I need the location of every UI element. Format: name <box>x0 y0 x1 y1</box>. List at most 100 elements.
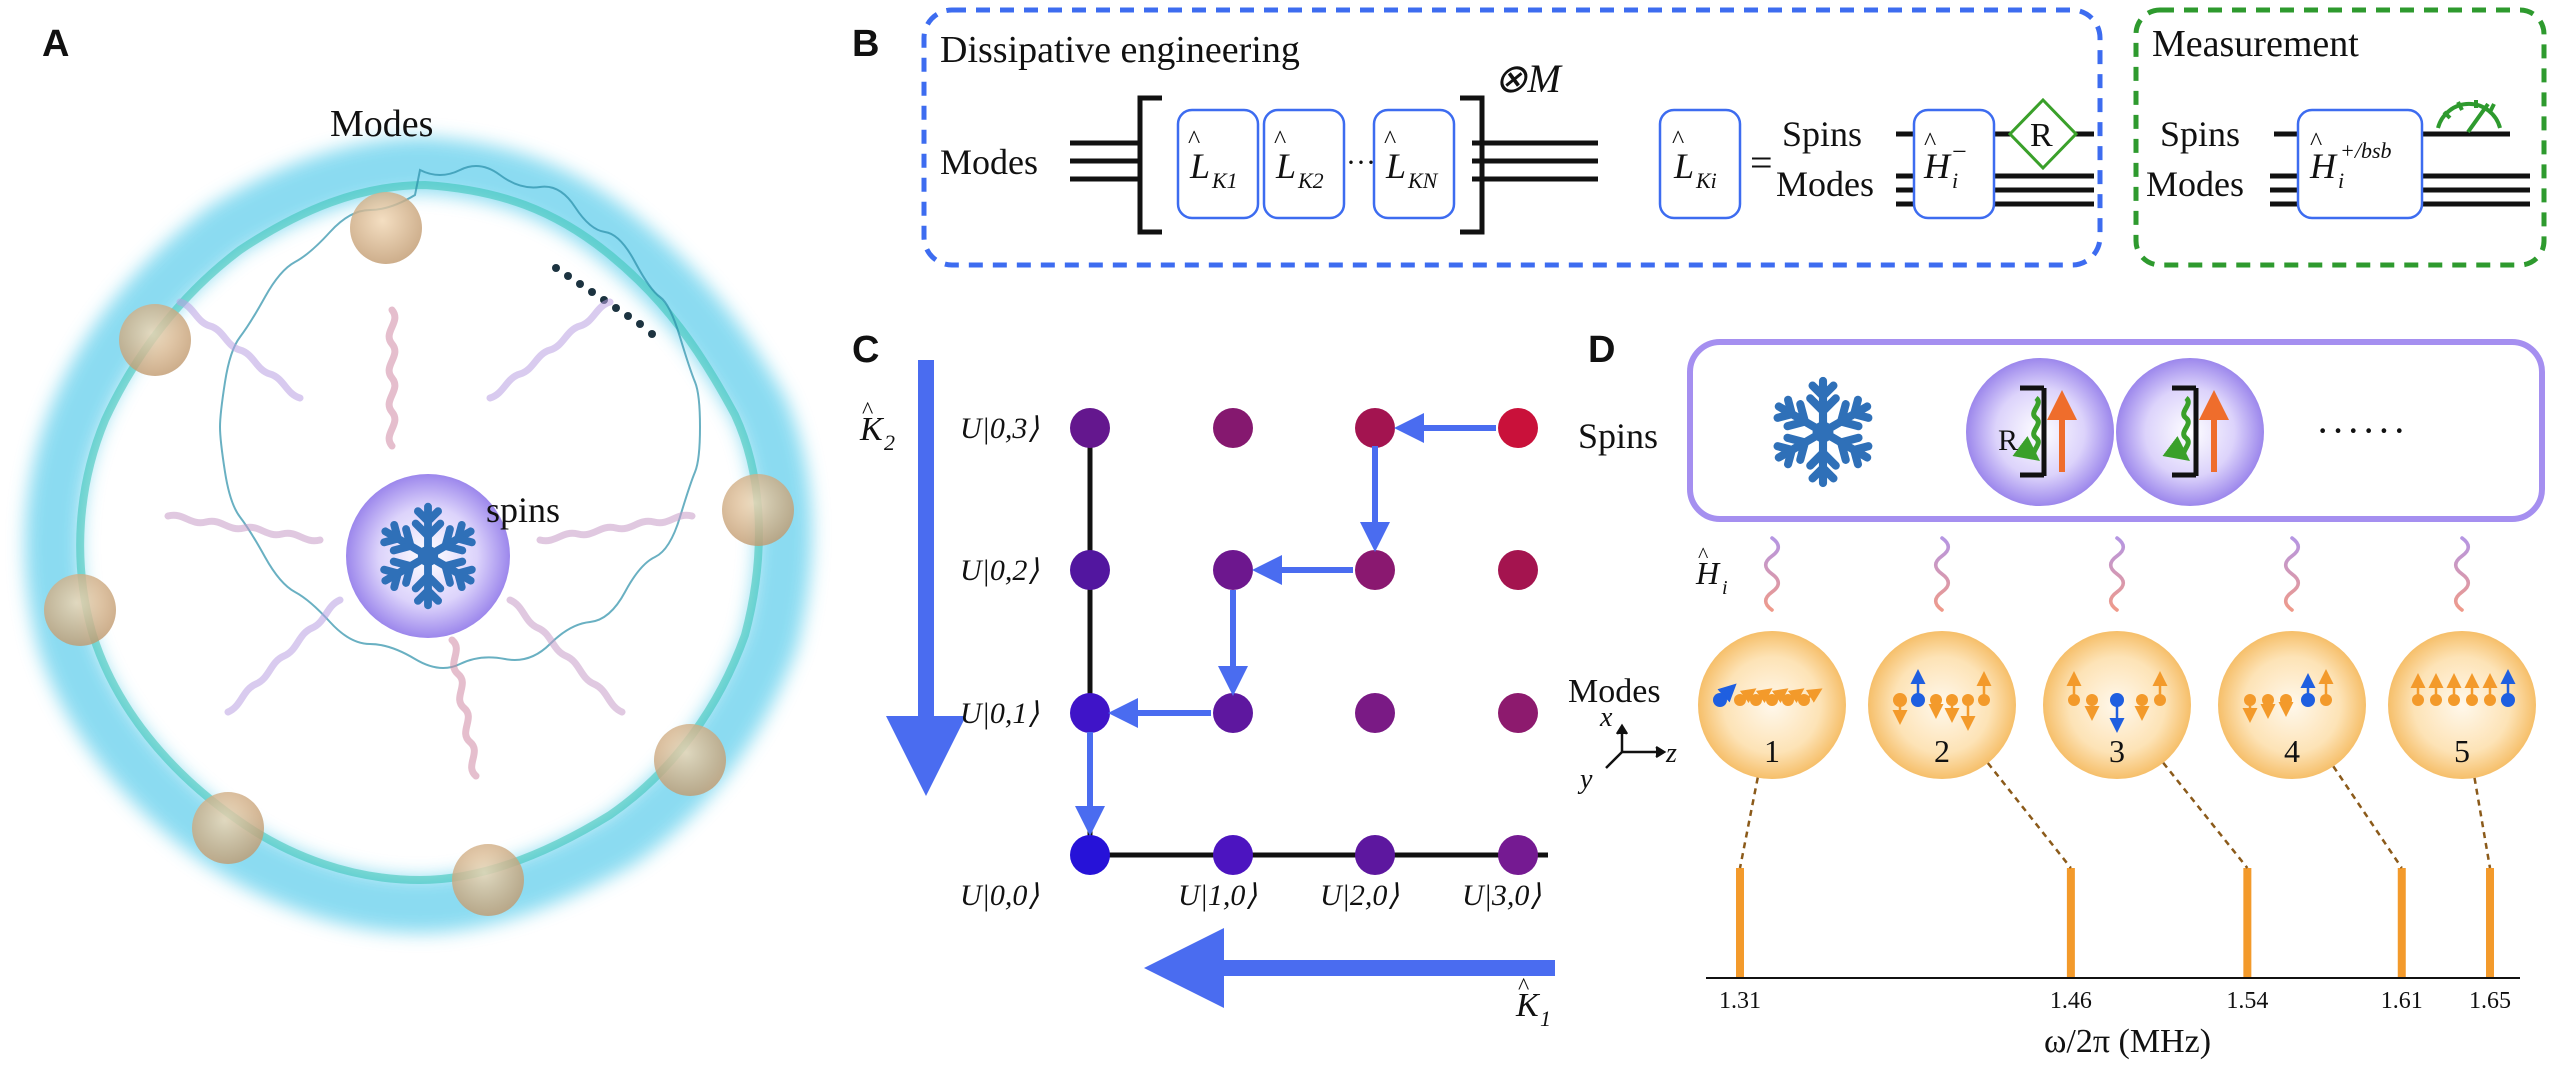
panel-b: Dissipative engineering Modes ⊗M L K1 ^ … <box>921 7 2547 268</box>
spectrum-line-2 <box>2066 868 2075 978</box>
svg-text:^: ^ <box>1924 127 1936 156</box>
spin-sphere-1: R <box>1966 358 2114 506</box>
mode-bead <box>350 192 422 264</box>
right-bracket <box>1460 95 1485 235</box>
state-label-0-3: U|0,3⟩ <box>960 412 1039 445</box>
svg-text:L: L <box>1189 146 1210 186</box>
axis-x-label: x <box>1599 702 1613 733</box>
spectrum-tick-label: 1.54 <box>2226 988 2268 1014</box>
modes-label-b2: Modes <box>1776 164 1874 204</box>
mode-number-1: 1 <box>1764 733 1780 769</box>
coupler-5 <box>2456 538 2469 610</box>
operator-L-K1: L K1 ^ <box>1176 108 1260 220</box>
mode-sphere-5 <box>2388 631 2536 779</box>
state-label-0-0: U|0,0⟩ <box>960 879 1039 912</box>
svg-text:^: ^ <box>1274 125 1286 154</box>
axis-z-label: z <box>1665 738 1677 769</box>
mode-bead <box>192 792 264 864</box>
measurement-title: Measurement <box>2152 23 2359 65</box>
spins-label-b1: Spins <box>1782 114 1862 154</box>
mode-bead <box>44 574 116 646</box>
state-label-1-0: U|1,0⟩ <box>1178 879 1257 912</box>
svg-text:R: R <box>1998 424 2018 457</box>
circuit-wires-b3 <box>2270 131 2530 207</box>
node-1-0 <box>1213 835 1253 875</box>
spins-label-b3: Spins <box>2160 114 2240 154</box>
svg-text:^: ^ <box>1518 974 1529 1000</box>
dissipative-box <box>921 7 2103 268</box>
spectrum-connector-4 <box>2332 765 2403 869</box>
mode-number-3: 3 <box>2109 733 2125 769</box>
spectrum-tick-label: 1.31 <box>1719 988 1761 1014</box>
modes-label-b3: Modes <box>2146 164 2244 204</box>
mode-ring-glow <box>25 136 812 934</box>
operator-H-minus: H ^ i − <box>1912 108 1996 220</box>
spectrum-connector-5 <box>2473 777 2492 869</box>
modes-label-a: Modes <box>330 103 433 145</box>
node-0-2 <box>1070 550 1110 590</box>
svg-text:L: L <box>1673 146 1694 186</box>
repeat-label: ⊗M <box>1494 56 1564 101</box>
node-2-1 <box>1355 693 1395 733</box>
panel-a-ring-diagram: Modes spins <box>25 103 812 934</box>
spectrum-tick-label: 1.46 <box>2050 988 2092 1014</box>
equals-sign: = <box>1750 140 1773 185</box>
coupler-2 <box>1936 538 1949 610</box>
operator-ellipsis: ··· <box>1346 146 1376 179</box>
panel-a-letter: A <box>42 23 69 65</box>
k2-label: K <box>859 411 885 448</box>
spectrum-connector-3 <box>2162 762 2249 869</box>
panel-c-letter: C <box>852 329 879 371</box>
spins-label-a: spins <box>486 490 560 530</box>
state-label-0-2: U|0,2⟩ <box>960 554 1039 587</box>
mode-bead <box>119 304 191 376</box>
node-2-0 <box>1355 835 1395 875</box>
coupler-3 <box>2111 538 2124 610</box>
node-1-3 <box>1213 408 1253 448</box>
node-0-3 <box>1070 408 1110 448</box>
svg-text:^: ^ <box>1698 542 1709 567</box>
spectrum-line-3 <box>2243 868 2252 978</box>
operator-H-bsb: H ^ i +/bsb <box>2296 108 2424 220</box>
operator-L-K2: L K2 ^ <box>1262 108 1346 220</box>
spins-container <box>1687 339 2545 522</box>
mode-wires-left <box>1070 140 1598 182</box>
spectrum-connector-1 <box>1738 777 1759 869</box>
svg-text:^: ^ <box>1672 125 1684 154</box>
node-3-1 <box>1498 693 1538 733</box>
svg-text:K2: K2 <box>1297 168 1324 193</box>
node-1-2 <box>1213 550 1253 590</box>
svg-text:i: i <box>1722 577 1728 599</box>
mode-number-5: 5 <box>2454 733 2470 769</box>
panel-c: K ^ 2 K ^ 1 <box>859 360 1555 1031</box>
mode-number-4: 4 <box>2284 733 2300 769</box>
coordinate-axes <box>1605 723 1667 769</box>
svg-text:L: L <box>1385 146 1406 186</box>
r-gate-diamond: R <box>2007 97 2079 171</box>
axis-y-label: y <box>1577 764 1593 795</box>
mode-bead <box>722 474 794 546</box>
spectrum-xlabel: ω/2π (MHz) <box>2044 1023 2211 1060</box>
spectrum-tick-label: 1.61 <box>2381 988 2423 1014</box>
mode-5-ions <box>2410 669 2516 707</box>
node-2-3 <box>1355 408 1395 448</box>
svg-text:+/bsb: +/bsb <box>2340 138 2392 163</box>
coupling-label: H <box>1695 555 1721 591</box>
spin-mode-couplers <box>164 298 696 780</box>
svg-text:H: H <box>2309 146 2338 186</box>
mode-3-ions <box>2066 671 2168 733</box>
svg-text:R: R <box>2030 117 2053 154</box>
lattice-nodes <box>1070 408 1538 875</box>
mode-1-ions <box>1713 683 1823 707</box>
svg-text:K1: K1 <box>1211 168 1238 193</box>
svg-text:2: 2 <box>884 430 895 455</box>
spins-ellipsis: ······ <box>2316 408 2408 453</box>
measurement-box <box>2133 7 2547 268</box>
meter-icon <box>2436 100 2502 134</box>
svg-text:^: ^ <box>1188 125 1200 154</box>
svg-text:KN: KN <box>1407 168 1439 193</box>
node-3-0 <box>1498 835 1538 875</box>
svg-text:^: ^ <box>2310 127 2322 156</box>
operator-L-KN: L KN ^ <box>1372 108 1456 220</box>
